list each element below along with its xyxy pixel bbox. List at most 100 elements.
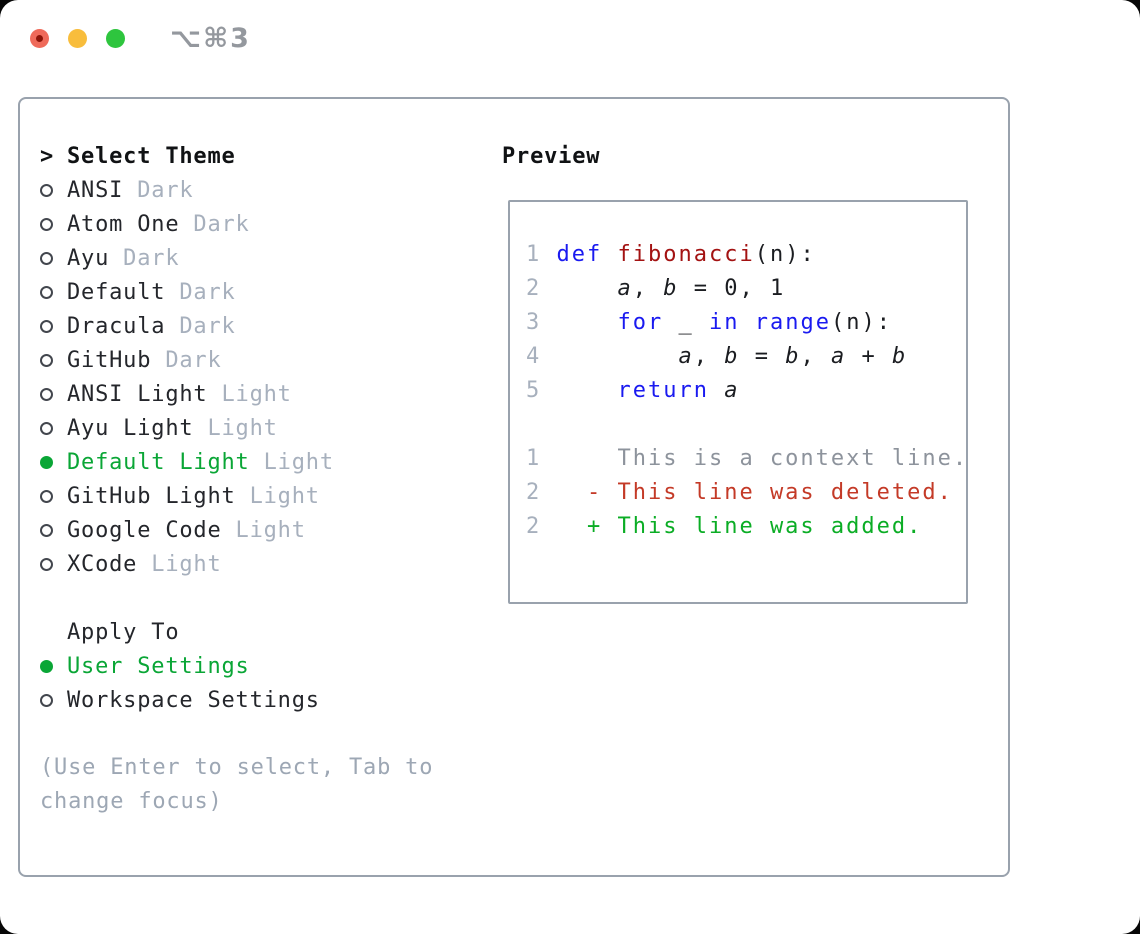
radio-icon[interactable] [40, 387, 67, 401]
theme-name: Dracula [67, 313, 166, 339]
radio-circle [40, 421, 53, 435]
theme-option[interactable]: GitHub Dark [40, 343, 490, 377]
code-segment-plain [541, 276, 617, 301]
code-segment-plain [541, 344, 678, 369]
spacer [40, 581, 490, 615]
code-segment-num: 1 [526, 446, 542, 471]
radio-circle [40, 523, 53, 537]
apply-to-header-row: Apply To [40, 615, 490, 649]
zoom-button[interactable] [106, 28, 125, 48]
theme-variant: Dark [165, 313, 236, 339]
radio-circle [40, 319, 53, 333]
theme-option[interactable]: Default Light Light [40, 445, 490, 479]
theme-variant: Light [249, 449, 334, 475]
code-segment-plain: , [800, 344, 831, 369]
radio-circle [40, 387, 53, 401]
code-segment-var: b [663, 276, 679, 301]
close-button[interactable] [30, 28, 49, 48]
code-segment-del: - This line was deleted. [587, 480, 953, 505]
code-segment-plain [541, 514, 587, 539]
apply-to-option[interactable]: User Settings [40, 649, 490, 683]
theme-variant: Dark [179, 211, 250, 237]
theme-name: Google Code [67, 517, 222, 543]
code-segment-plain [739, 310, 754, 335]
theme-option[interactable]: Atom One Dark [40, 207, 490, 241]
radio-circle [40, 285, 53, 299]
radio-icon[interactable] [40, 421, 67, 435]
code-line: 2 - This line was deleted. [526, 476, 968, 510]
radio-icon[interactable] [40, 183, 67, 197]
code-segment-plain [709, 378, 724, 403]
apply-to-label: Workspace Settings [67, 687, 320, 713]
theme-option[interactable]: ANSI Dark [40, 173, 490, 207]
theme-variant: Dark [109, 245, 180, 271]
code-line: 3 for _ in range(n): [526, 306, 968, 340]
code-line: 2 a, b = 0, 1 [526, 272, 968, 306]
theme-option[interactable]: ANSI Light Light [40, 377, 490, 411]
radio-icon[interactable] [40, 319, 67, 333]
code-segment-var: a [724, 378, 740, 403]
theme-option[interactable]: Ayu Dark [40, 241, 490, 275]
radio-circle [40, 183, 53, 197]
radio-icon[interactable] [40, 489, 67, 503]
code-segment-plain: , [632, 276, 664, 301]
code-segment-plain: + [846, 344, 892, 369]
theme-variant: Dark [151, 347, 222, 373]
theme-variant: Light [207, 381, 292, 407]
code-segment-plain: , [693, 344, 725, 369]
theme-variant: Light [221, 517, 306, 543]
code-line [526, 408, 968, 442]
select-theme-header-row: > Select Theme [40, 139, 490, 173]
radio-circle [40, 455, 53, 469]
theme-name: XCode [67, 551, 138, 577]
code-segment-fn: fibonacci [617, 242, 755, 267]
radio-icon[interactable] [40, 217, 67, 231]
theme-option[interactable]: Default Dark [40, 275, 490, 309]
code-line: 4 a, b = b, a + b [526, 340, 968, 374]
keyboard-hint: (Use Enter to select, Tab to change focu… [40, 755, 434, 814]
code-segment-kw: def [556, 242, 603, 267]
theme-option[interactable]: GitHub Light Light [40, 479, 490, 513]
radio-circle [40, 217, 53, 231]
code-segment-plain: (n): [754, 242, 816, 267]
radio-icon[interactable] [40, 693, 67, 707]
code-segment-kw: in [708, 310, 740, 335]
theme-name: Atom One [67, 211, 180, 237]
apply-to-option[interactable]: Workspace Settings [40, 683, 490, 717]
theme-name: Default [67, 279, 166, 305]
theme-option[interactable]: Ayu Light Light [40, 411, 490, 445]
theme-name: ANSI Light [67, 381, 208, 407]
code-segment-var: a [830, 344, 847, 369]
radio-circle [40, 557, 53, 571]
code-line: 1 def fibonacci(n): [526, 238, 968, 272]
radio-icon[interactable] [40, 353, 67, 367]
code-segment-num: 2 [526, 480, 542, 505]
code-segment-plain [541, 242, 556, 267]
theme-option[interactable]: Dracula Dark [40, 309, 490, 343]
radio-icon[interactable] [40, 285, 67, 299]
theme-variant: Light [193, 415, 278, 441]
code-segment-num: 2 [526, 276, 542, 301]
code-segment-var: a [617, 276, 633, 301]
code-segment-ctx: This is a context line. [617, 446, 969, 471]
radio-icon[interactable] [40, 557, 67, 571]
theme-option[interactable]: Google Code Light [40, 513, 490, 547]
radio-selected-icon[interactable] [40, 659, 67, 673]
code-segment-plain [541, 446, 617, 471]
minimize-button[interactable] [68, 28, 87, 48]
preview-header: Preview [502, 143, 601, 169]
code-segment-num: 4 [526, 344, 542, 369]
select-theme-header: Select Theme [67, 143, 236, 169]
code-segment-var: b [724, 344, 740, 369]
radio-icon[interactable] [40, 251, 67, 265]
code-segment-var: b [891, 344, 908, 369]
theme-option[interactable]: XCode Light [40, 547, 490, 581]
radio-selected-icon[interactable] [40, 455, 67, 469]
apply-to-label: User Settings [67, 653, 250, 679]
radio-icon[interactable] [40, 523, 67, 537]
code-segment-plain: (n): [830, 310, 892, 335]
